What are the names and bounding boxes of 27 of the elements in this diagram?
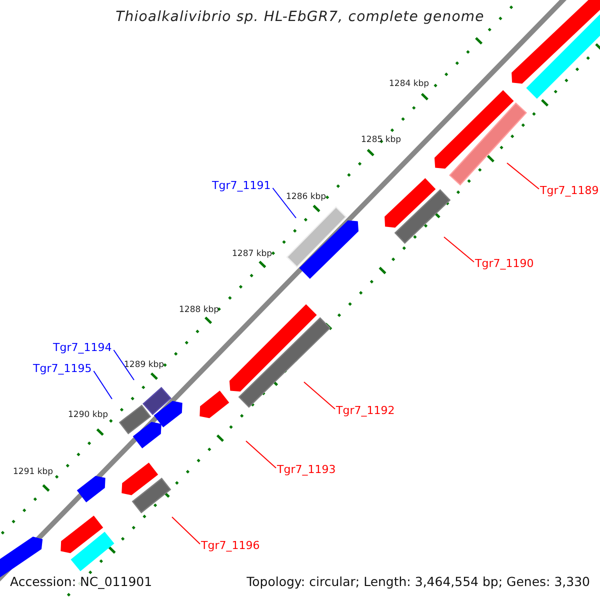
scale-label: 1285 kbp bbox=[361, 136, 402, 144]
leader-line bbox=[113, 350, 134, 380]
scale-label: 1284 kbp bbox=[389, 80, 430, 88]
gene-label: Tgr7_1190 bbox=[475, 258, 534, 269]
scale-label: 1288 kbp bbox=[179, 306, 220, 314]
scale-label: 1289 kbp bbox=[124, 361, 164, 370]
footer-text: Accession: NC_011901 bbox=[10, 576, 152, 588]
gene-label: Tgr7_1196 bbox=[201, 540, 260, 551]
leader-line bbox=[444, 236, 474, 262]
gene-label: Tgr7_1193 bbox=[277, 464, 336, 475]
leader-line bbox=[304, 382, 336, 410]
gene-label: Tgr7_1192 bbox=[336, 405, 395, 416]
leader-line bbox=[506, 162, 540, 190]
scale-label: 1286 kbp bbox=[286, 193, 326, 202]
leader-line bbox=[272, 188, 296, 218]
gene-label: Tgr7_1189 bbox=[540, 185, 599, 196]
scale-label: 1287 kbp bbox=[232, 250, 272, 258]
leader-line bbox=[93, 370, 112, 400]
scale-label: 1290 kbp bbox=[68, 411, 108, 420]
gene-label: Tgr7_1191 bbox=[212, 180, 271, 191]
leader-line bbox=[246, 440, 276, 468]
title: Thioalkalivibrio sp. HL-EbGR7, complete genome bbox=[114, 10, 486, 24]
gene-label: Tgr7_1195 bbox=[33, 363, 92, 374]
gene-label: Tgr7_1194 bbox=[53, 342, 112, 353]
footer-text: Topology: circular; Length: 3,464,554 bp; Genes: 3,330 bbox=[246, 576, 590, 588]
scale-label: 1291 kbp bbox=[13, 468, 54, 476]
leader-line bbox=[172, 516, 200, 544]
